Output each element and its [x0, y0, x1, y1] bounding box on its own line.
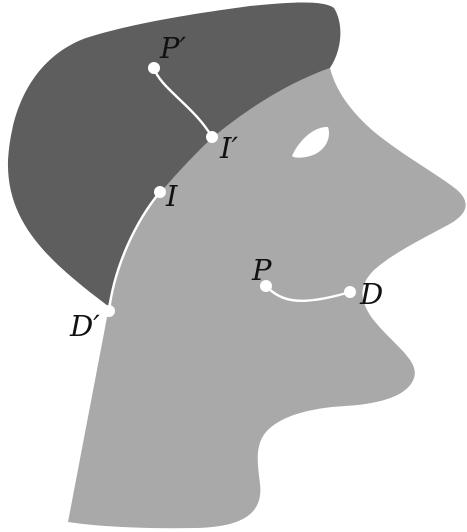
point-i: [154, 186, 166, 198]
label-d: D: [359, 277, 383, 311]
label-p-prime: P′: [159, 31, 187, 65]
label-p: P: [251, 253, 272, 287]
point-d: [344, 286, 356, 298]
label-i: I: [165, 179, 178, 213]
label-i-prime: I′: [219, 131, 238, 165]
point-d-prime: [103, 305, 115, 317]
label-d-prime: D′: [69, 309, 100, 343]
point-i-prime: [206, 131, 218, 143]
point-p-prime: [148, 62, 160, 74]
